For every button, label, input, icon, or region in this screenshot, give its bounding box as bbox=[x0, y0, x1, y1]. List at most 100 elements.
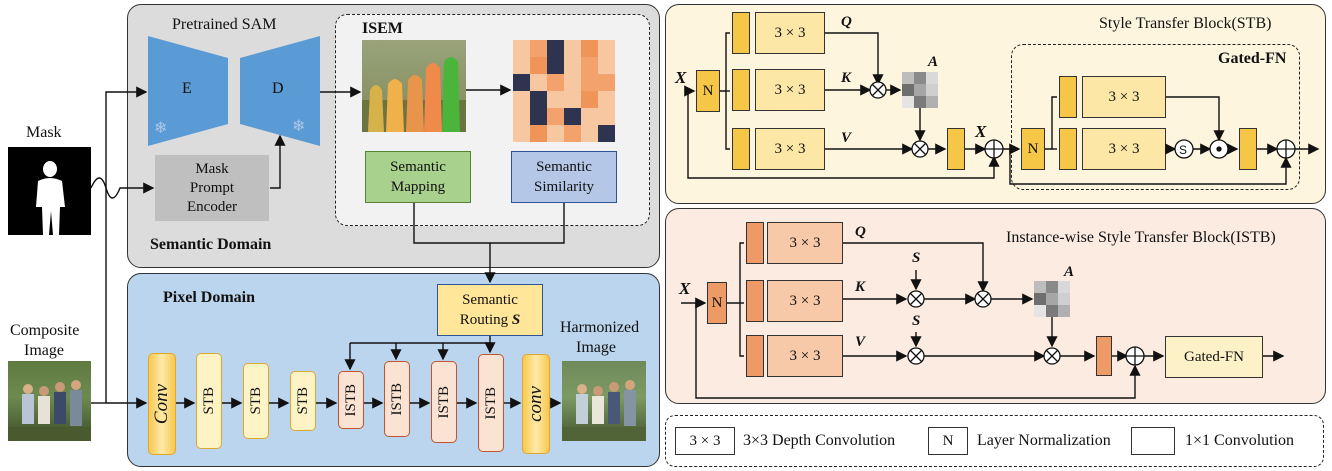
stb-block: STB bbox=[290, 371, 316, 431]
frozen-icon: ❄ bbox=[154, 120, 168, 137]
grid-cell bbox=[914, 72, 926, 84]
grid-cell bbox=[547, 91, 564, 108]
istb-block: ISTB bbox=[384, 361, 410, 437]
grid-cell bbox=[598, 125, 615, 142]
conv1x1-box bbox=[746, 280, 764, 322]
grid-cell bbox=[1046, 305, 1058, 317]
istb-block: ISTB bbox=[478, 354, 504, 452]
attention-map bbox=[902, 72, 938, 108]
grid-cell bbox=[547, 74, 564, 91]
mask-prompt-line3: Encoder bbox=[187, 198, 237, 215]
k-symbol: K bbox=[855, 279, 866, 295]
grid-cell bbox=[513, 125, 530, 142]
encoder-label: E bbox=[182, 80, 192, 97]
grid-cell bbox=[926, 96, 938, 108]
grid-cell bbox=[598, 108, 615, 125]
semantic-routing-line2: Routing S bbox=[459, 312, 521, 328]
grid-cell bbox=[581, 40, 598, 57]
s-symbol: S bbox=[912, 313, 921, 329]
gated-fn-box: Gated-FN bbox=[1165, 336, 1263, 378]
grid-cell bbox=[1046, 293, 1058, 305]
dwconv-box: 3 × 3 bbox=[755, 12, 825, 54]
grid-cell bbox=[513, 57, 530, 74]
grid-cell bbox=[598, 57, 615, 74]
grid-cell bbox=[598, 74, 615, 91]
v-symbol: V bbox=[841, 130, 852, 146]
composite-image bbox=[8, 361, 91, 441]
conv1x1-box bbox=[1239, 128, 1257, 170]
grid-cell bbox=[564, 74, 581, 91]
grid-cell bbox=[564, 108, 581, 125]
pixel-domain-label: Pixel Domain bbox=[163, 289, 255, 306]
grid-cell bbox=[902, 96, 914, 108]
grid-cell bbox=[581, 74, 598, 91]
grid-cell bbox=[598, 91, 615, 108]
grid-cell bbox=[547, 108, 564, 125]
grid-cell bbox=[530, 108, 547, 125]
grid-cell bbox=[513, 108, 530, 125]
semantic-domain-label: Semantic Domain bbox=[150, 236, 272, 253]
semantic-mapping-line1: Semantic bbox=[390, 159, 446, 175]
segmentation-image bbox=[362, 40, 466, 132]
gated-fn-region bbox=[1011, 44, 1300, 190]
semantic-similarity-box: Semantic Similarity bbox=[511, 151, 617, 203]
grid-cell bbox=[564, 40, 581, 57]
dwconv-box: 3 × 3 bbox=[767, 335, 843, 377]
grid-cell bbox=[581, 91, 598, 108]
semantic-routing-box: Semantic Routing S bbox=[437, 284, 543, 336]
x-symbol: X bbox=[975, 122, 987, 141]
layer-norm-box: N bbox=[696, 70, 720, 112]
attention-map bbox=[1034, 281, 1070, 317]
harmonized-label-1: Harmonized bbox=[560, 319, 640, 336]
legend-kernel-desc: 3×3 Depth Convolution bbox=[743, 432, 896, 449]
conv1x1-box bbox=[1059, 128, 1077, 170]
harmonized-label-2: Image bbox=[576, 339, 616, 356]
grid-cell bbox=[513, 91, 530, 108]
harmonized-image bbox=[562, 361, 646, 441]
mask-prompt-encoder: Mask Prompt Encoder bbox=[155, 155, 269, 221]
mask-image bbox=[8, 147, 91, 235]
composite-label-1: Composite bbox=[10, 322, 80, 339]
semantic-mapping-box: Semantic Mapping bbox=[365, 151, 471, 203]
grid-cell bbox=[513, 74, 530, 91]
grid-cell bbox=[581, 57, 598, 74]
dwconv-box: 3 × 3 bbox=[1082, 128, 1166, 170]
grid-cell bbox=[1058, 305, 1070, 317]
x-symbol: X bbox=[679, 279, 691, 298]
s-symbol: S bbox=[912, 250, 921, 266]
grid-cell bbox=[530, 91, 547, 108]
grid-cell bbox=[547, 40, 564, 57]
grid-cell bbox=[1034, 293, 1046, 305]
grid-cell bbox=[513, 40, 530, 57]
conv1x1-box bbox=[947, 128, 965, 170]
dwconv-box: 3 × 3 bbox=[755, 69, 825, 111]
sam-decoder: D ❄ bbox=[240, 36, 320, 146]
similarity-heatmap bbox=[513, 40, 615, 142]
q-symbol: Q bbox=[855, 224, 866, 240]
istb-block: ISTB bbox=[431, 361, 457, 443]
grid-cell bbox=[530, 57, 547, 74]
istb-title: Instance-wise Style Transfer Block(ISTB) bbox=[1006, 229, 1276, 246]
grid-cell bbox=[530, 125, 547, 142]
semantic-routing-line1: Semantic bbox=[462, 292, 518, 308]
stb-title: Style Transfer Block(STB) bbox=[1099, 15, 1272, 32]
conv1x1-box bbox=[1059, 76, 1077, 118]
grid-cell bbox=[1058, 281, 1070, 293]
v-symbol: V bbox=[855, 334, 866, 350]
conv1x1-box bbox=[746, 222, 764, 264]
conv1x1-box bbox=[1096, 336, 1112, 376]
grid-cell bbox=[564, 125, 581, 142]
semantic-similarity-line1: Semantic bbox=[536, 159, 592, 175]
grid-cell bbox=[547, 125, 564, 142]
grid-cell bbox=[914, 96, 926, 108]
istb-block: ISTB bbox=[338, 371, 364, 429]
stb-block: STB bbox=[243, 363, 269, 439]
conv1x1-box bbox=[746, 335, 764, 377]
dwconv-box: 3 × 3 bbox=[767, 222, 843, 264]
semantic-similarity-line2: Similarity bbox=[534, 179, 594, 195]
grid-cell bbox=[530, 40, 547, 57]
grid-cell bbox=[902, 72, 914, 84]
layer-norm-box: N bbox=[707, 282, 727, 324]
a-symbol: A bbox=[928, 54, 939, 70]
pretrained-sam-label: Pretrained SAM bbox=[172, 16, 277, 33]
